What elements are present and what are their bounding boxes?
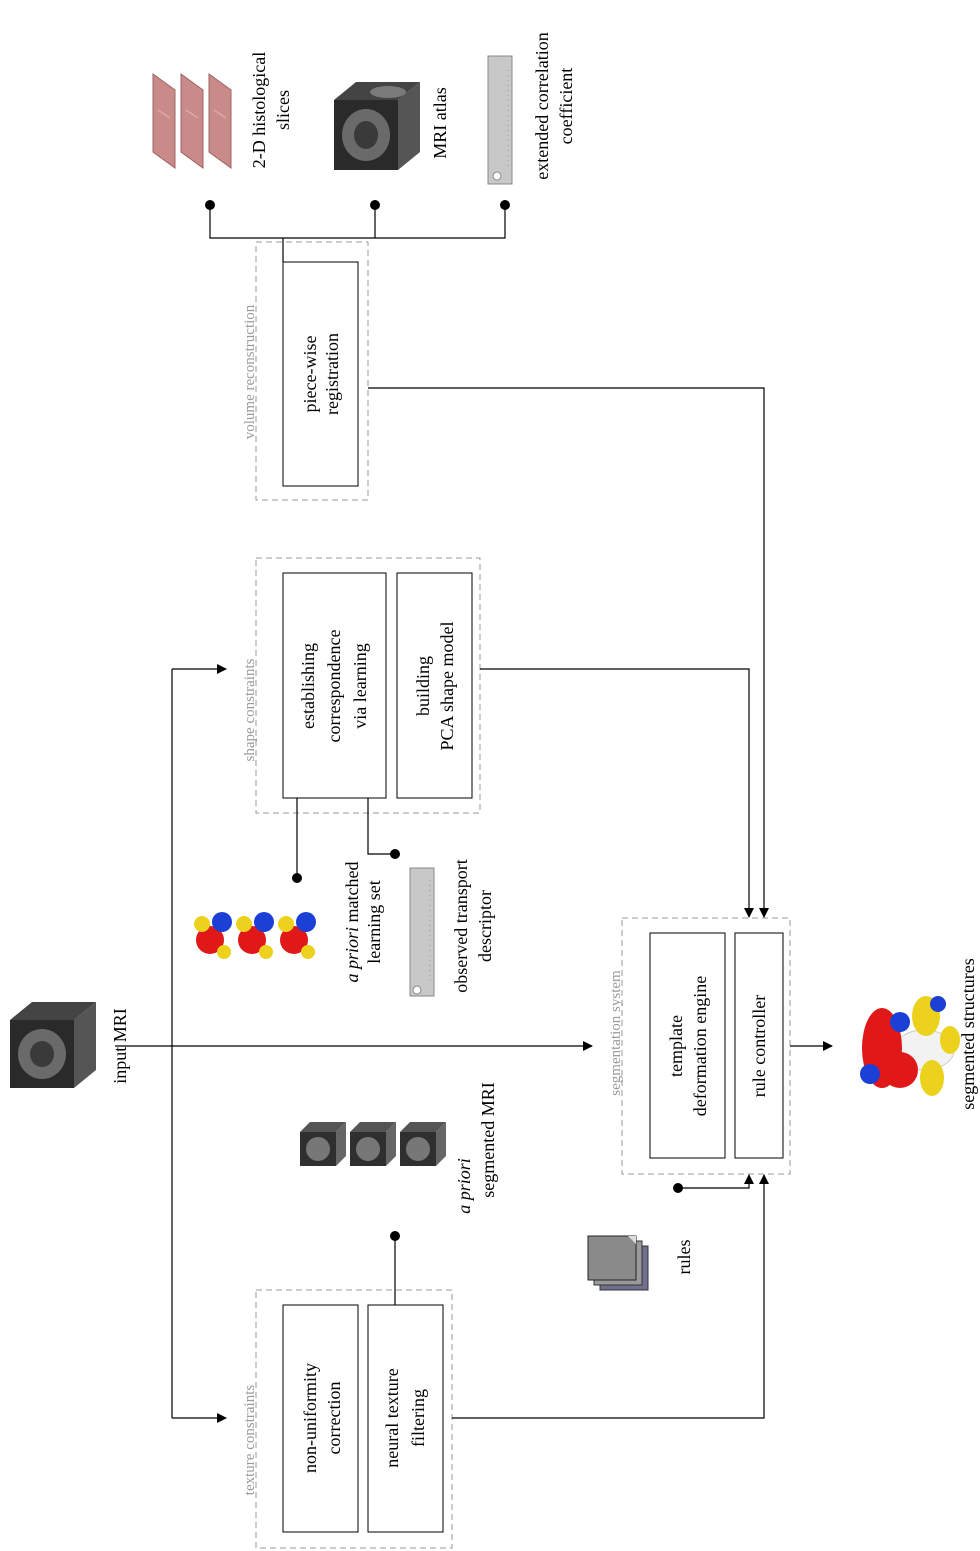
dot-histological <box>205 200 215 210</box>
group-title-segmentation-system: segmentation system <box>608 970 624 1096</box>
segmented-mri-cubes-icon <box>300 1122 446 1166</box>
box-piecewise-registration <box>282 261 359 487</box>
box-nonuniform-line1: non-uniformity <box>300 1363 320 1473</box>
box-template-line2: deformation engine <box>690 976 710 1116</box>
label-apriori-italic: a priori <box>342 927 362 983</box>
input-mri-icon <box>10 1002 96 1088</box>
mri-atlas-icon <box>334 82 420 170</box>
box-template-line1: template <box>666 1015 686 1077</box>
segmented-structures-icon <box>860 996 960 1096</box>
arrow-texture-to-rule <box>452 1174 769 1419</box>
box-correspondence-line3: via learning <box>350 643 370 728</box>
connector-dots <box>205 200 683 1241</box>
group-title-texture-constraints: texture constraints <box>242 1385 258 1496</box>
label-rules: rules <box>674 1240 694 1275</box>
group-texture-constraints <box>255 1289 453 1549</box>
box-neural-line2: filtering <box>408 1389 428 1447</box>
bus-top <box>209 205 506 262</box>
learning-set-structures-icon <box>194 912 316 959</box>
group-title-volume-reconstruction: volume reconstruction <box>242 304 258 439</box>
box-non-uniformity <box>282 1304 359 1533</box>
box-pca-line2: PCA shape model <box>437 622 457 751</box>
observed-transport-gauge-icon <box>409 867 435 997</box>
label-observed-line2: descriptor <box>475 890 495 962</box>
label-histological-line2: slices <box>273 90 293 130</box>
label-segmented-structures: segmented structures <box>958 958 978 1109</box>
box-piecewise-line2: registration <box>322 333 342 415</box>
group-volume-reconstruction <box>255 241 369 501</box>
dot-rules <box>673 1183 683 1193</box>
box-pca-line1: building <box>413 656 433 716</box>
dot-transport <box>390 849 400 859</box>
rules-documents-icon <box>587 1235 649 1291</box>
label-learning-set: learning set <box>364 880 384 963</box>
label-histological-line1: 2-D histological <box>249 52 269 168</box>
label-ext-corr-line2: coefficient <box>556 68 576 145</box>
box-nonuniform-line2: correction <box>324 1382 344 1455</box>
label-matched: matched <box>342 862 362 927</box>
histological-slices-icon <box>152 73 232 169</box>
box-correspondence-line2: correspondence <box>324 630 344 743</box>
label-segmented-mri: segmented MRI <box>478 1082 498 1197</box>
extended-correlation-gauge-icon <box>487 55 513 185</box>
dot-atlas <box>370 200 380 210</box>
link-transport <box>367 798 395 855</box>
dot-ext-corr <box>500 200 510 210</box>
label-apriori-matched: a priori matched <box>342 862 362 983</box>
box-establishing-correspondence <box>282 572 387 799</box>
box-template-deformation <box>649 932 726 1159</box>
group-title-shape-constraints: shape constraints <box>242 658 258 761</box>
box-correspondence-line1: establishing <box>298 643 318 729</box>
box-rule-controller <box>734 932 784 1159</box>
arrow-rules-to-rule <box>678 1174 754 1189</box>
label-input-mri: input MRI <box>110 1008 130 1084</box>
box-pca-shape-model <box>396 572 473 799</box>
arrow-piecewise-to-rule <box>368 387 769 918</box>
label-ext-corr-line1: extended correlation <box>532 32 552 179</box>
label-observed-line1: observed transport <box>451 859 471 992</box>
dot-learning-set <box>292 873 302 883</box>
box-rule-line1: rule controller <box>749 995 769 1097</box>
connectors <box>115 205 833 1423</box>
dot-segmented-mri <box>390 1231 400 1241</box>
box-neural-texture <box>367 1304 444 1533</box>
arrow-pca-to-rule <box>480 668 754 918</box>
label-apriori-segmented: a priori <box>454 1158 474 1214</box>
box-neural-line1: neural texture <box>382 1368 402 1467</box>
box-piecewise-line1: piece-wise <box>300 336 320 413</box>
label-mri-atlas: MRI atlas <box>430 87 450 159</box>
